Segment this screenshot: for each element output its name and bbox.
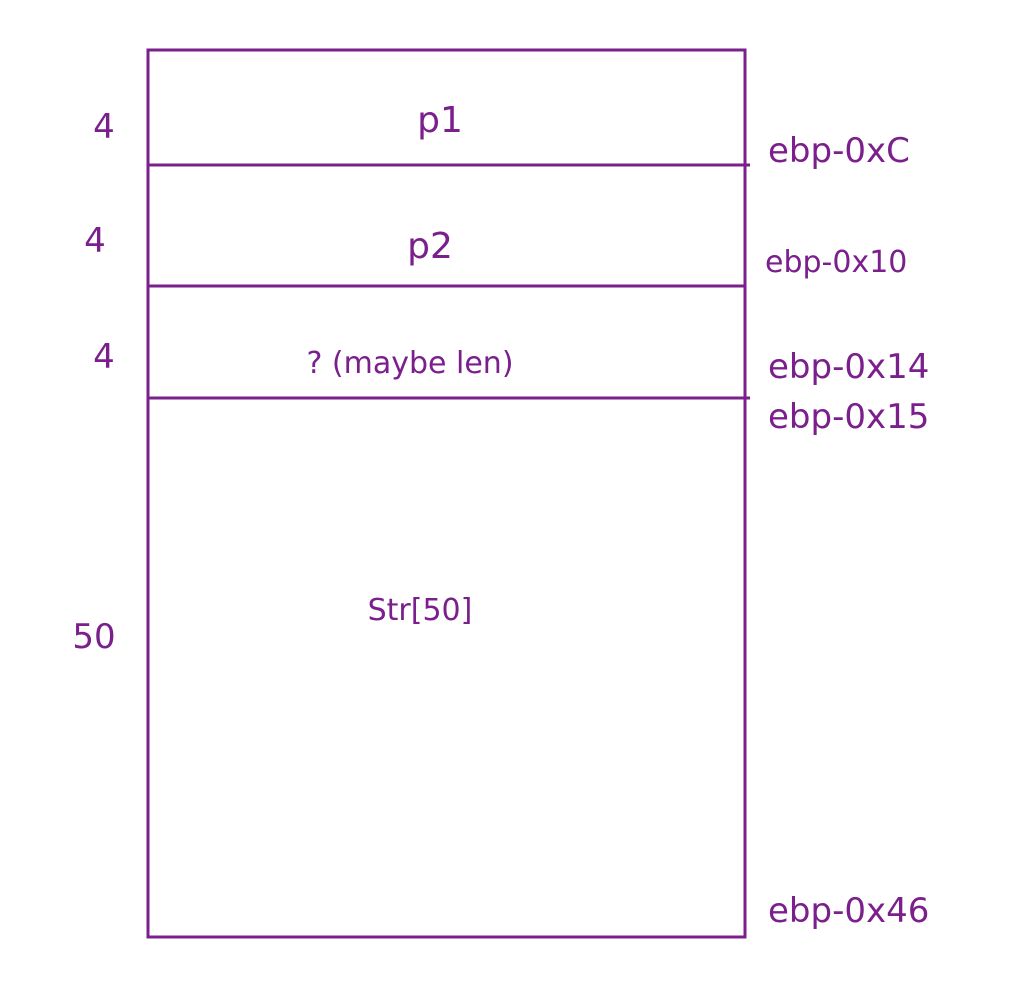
slot-size-p1: 4 <box>93 107 115 147</box>
slot-size-p2: 4 <box>84 221 106 261</box>
address-ebp-0x10: ebp-0x10 <box>765 245 907 280</box>
slot-size-len: 4 <box>93 337 115 377</box>
address-ebp-0xc: ebp-0xC <box>768 131 910 171</box>
slot-label-str: Str[50] <box>368 593 473 628</box>
stack-outer-box <box>146 48 747 939</box>
slot-label-len: ? (maybe len) <box>306 346 513 381</box>
address-ebp-0x14: ebp-0x14 <box>768 347 929 387</box>
slot-label-p2: p2 <box>407 226 453 267</box>
slot-label-p1: p1 <box>417 100 463 141</box>
address-ebp-0x46: ebp-0x46 <box>768 891 929 931</box>
address-ebp-0x15: ebp-0x15 <box>768 397 929 437</box>
slot-size-str: 50 <box>72 617 115 657</box>
